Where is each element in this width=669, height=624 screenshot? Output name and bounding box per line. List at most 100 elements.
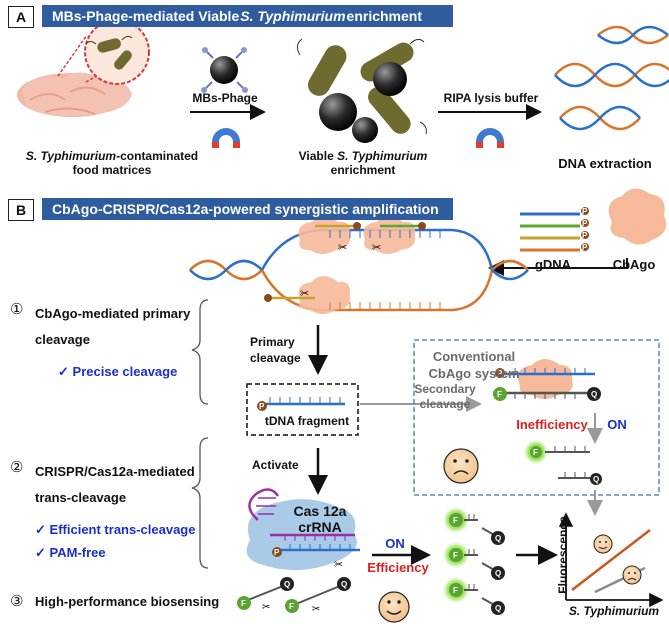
panel-a-title-italic: S. Typhimurium: [240, 8, 346, 24]
dna-helix-icon: [554, 25, 669, 131]
chart-line-efficient: [571, 529, 651, 591]
panel-a-title-post: enrichment: [346, 8, 422, 24]
happy-face-icon: [378, 591, 410, 623]
activate-label: Activate: [252, 458, 299, 472]
svg-text:P: P: [259, 402, 265, 411]
svg-text:F: F: [453, 516, 458, 525]
conventional-cbago-box: [413, 339, 660, 496]
cbago-protein-icon: [608, 188, 667, 245]
cbago-label: CbAgo: [612, 257, 656, 272]
chart-sad-face: [622, 565, 642, 585]
svg-text:F: F: [289, 602, 294, 611]
dsdna-base-ticks: [329, 230, 441, 238]
svg-text:✂: ✂: [262, 602, 270, 613]
fluorescence-chart: [558, 512, 664, 608]
food-matrix-label: S. Typhimurium-contaminated food matrice…: [12, 149, 212, 177]
target-dsdna: [189, 228, 529, 312]
svg-text:Q: Q: [591, 390, 597, 399]
primary-line1: Primary: [250, 335, 295, 349]
step3-number: ③: [10, 593, 24, 610]
chart-happy-face: [593, 534, 613, 554]
viable-italic: S. Typhimurium: [337, 149, 428, 163]
benefit-precise-text: Precise cleavage: [72, 364, 178, 379]
svg-text:P: P: [582, 243, 588, 252]
food-label-post: -contaminated: [116, 149, 199, 163]
svg-text:P: P: [274, 548, 280, 557]
check-icon: ✓: [58, 364, 69, 379]
tdna-fragment-label: tDNA fragment: [264, 414, 350, 428]
svg-text:✂: ✂: [334, 559, 343, 571]
ripa-label: RIPA lysis buffer: [443, 91, 539, 105]
step2-text: CRISPR/Cas12a-mediated trans-cleavage: [35, 459, 195, 511]
svg-text:Q: Q: [495, 604, 501, 613]
crrna-label: crRNA: [298, 519, 342, 535]
step2-line1: CRISPR/Cas12a-mediated: [35, 464, 195, 479]
tdna-fragment-box: [246, 383, 359, 436]
conventional-line2: CbAgo system: [428, 366, 520, 381]
svg-text:Q: Q: [284, 580, 290, 589]
magnet-icon-1: [212, 128, 240, 148]
cbago-bound-complexes: [264, 216, 426, 314]
gdna-label: gDNA: [534, 257, 572, 272]
step1-text: CbAgo-mediated primary cleavage: [35, 301, 190, 353]
svg-text:P: P: [582, 219, 588, 228]
panel-b-tag: B: [8, 199, 34, 221]
panel-a-title-pre: MBs-Phage-mediated Viable: [52, 8, 240, 24]
check-icon: ✓: [35, 545, 46, 560]
svg-text:Q: Q: [495, 534, 501, 543]
svg-text:P: P: [582, 231, 588, 240]
reporter-probes: ✂ ✂: [237, 577, 351, 615]
tdna-strand: [257, 397, 345, 411]
svg-text:F: F: [453, 551, 458, 560]
viable-line2: enrichment: [330, 163, 396, 177]
food-label-line2: food matrices: [72, 163, 152, 177]
inefficiency-label: Inefficiency: [516, 417, 588, 432]
on-label-conventional: ON: [607, 417, 627, 432]
benefit-efficient: ✓ Efficient trans-cleavage: [35, 522, 195, 538]
svg-text:P: P: [497, 369, 503, 378]
on-label: ON: [385, 536, 405, 551]
magnet-icon-2: [476, 128, 504, 148]
secondary-line2: cleavage: [419, 397, 471, 411]
bacteria-zoom-circle: [57, 19, 150, 85]
benefit-efficient-text: Efficient trans-cleavage: [49, 522, 196, 537]
step2-number: ②: [10, 459, 24, 476]
benefit-pam-free: ✓ PAM-free: [35, 545, 106, 561]
food-label-italic: S. Typhimurium: [25, 149, 117, 163]
scissors-icon: ✂: [300, 288, 309, 300]
sad-face-icon: [443, 448, 479, 484]
scissors-icon: ✂: [372, 242, 381, 254]
gdna-guides: [520, 207, 589, 252]
svg-text:Q: Q: [593, 475, 599, 484]
primary-cleavage-label: Primary cleavage: [250, 334, 310, 366]
bracket-step1: [191, 299, 209, 405]
arrow-to-duplex: [488, 258, 628, 276]
mbs-phage-bead: [201, 47, 248, 93]
chart-x-label: S. Typhimurium: [568, 604, 660, 618]
step2-line2: trans-cleavage: [35, 490, 127, 505]
step1-number: ①: [10, 301, 24, 318]
viable-enrichment-label: Viable S. Typhimurium enrichment: [278, 149, 448, 177]
benefit-precise: ✓ Precise cleavage: [58, 364, 177, 380]
chicken-meat-image: [17, 72, 132, 117]
viable-enrichment-cluster: [296, 38, 427, 143]
conventional-line1: Conventional: [432, 349, 516, 364]
mbs-phage-label: MBs-Phage: [192, 91, 258, 105]
primary-line2: cleavage: [250, 351, 301, 365]
viable-pre: Viable: [298, 149, 338, 163]
chart-y-label: Fluorescence: [556, 516, 570, 594]
panel-b-title: CbAgo-CRISPR/Cas12a-powered synergistic …: [42, 198, 453, 220]
secondary-cleavage-label: Secondary cleavage: [408, 382, 482, 412]
check-icon: ✓: [35, 522, 46, 537]
benefit-pam-free-text: PAM-free: [49, 545, 106, 560]
secondary-line1: Secondary: [414, 382, 476, 396]
cas12a-complex: ✂: [246, 488, 360, 571]
svg-text:F: F: [453, 586, 458, 595]
fluorescent-products: [443, 507, 505, 615]
conventional-complex: [493, 359, 601, 401]
panel-a-tag: A: [8, 6, 34, 28]
svg-text:F: F: [533, 448, 538, 457]
svg-text:Q: Q: [495, 569, 501, 578]
conv-product: [524, 440, 602, 485]
